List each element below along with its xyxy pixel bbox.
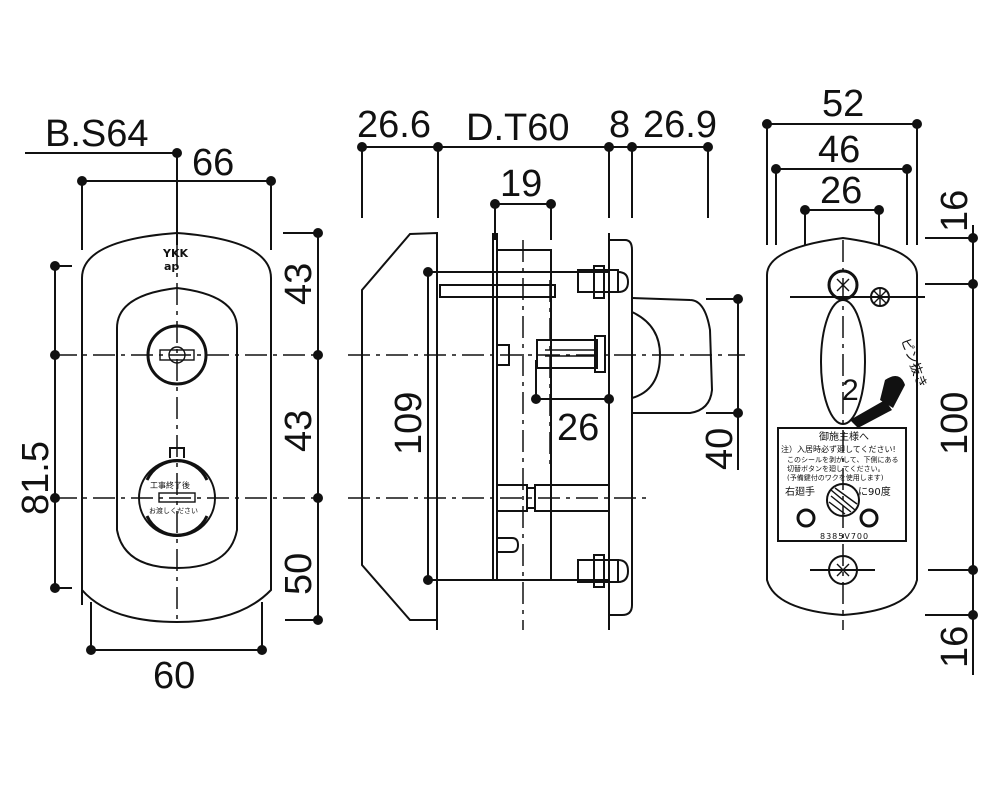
thumbturn-knob <box>631 297 714 414</box>
height-lower-label: 50 <box>278 553 320 595</box>
side-view: 26.6 D.T60 8 26.9 19 <box>348 104 745 630</box>
sticker-line-5-left: 右廻手 <box>785 485 815 498</box>
inner-plate-outline <box>766 236 918 617</box>
lower-cylinder-arc <box>145 459 209 481</box>
arrow-label: 2 <box>842 374 859 407</box>
height-upper-label: 43 <box>278 263 320 305</box>
lock-case <box>496 249 552 581</box>
dim-dot <box>423 575 433 585</box>
width-bottom-label: 60 <box>153 655 195 697</box>
outer-thickness-label: 26.6 <box>357 104 431 146</box>
thumbturn-height-label: 40 <box>699 428 741 470</box>
small-screw <box>497 537 520 553</box>
height-middle-label: 43 <box>278 410 320 452</box>
width-inner-label: 26 <box>820 170 862 212</box>
cylinder-notch <box>169 447 185 458</box>
spindle <box>536 339 598 369</box>
spindle-collar <box>594 335 606 373</box>
arrow-head-icon <box>880 376 905 408</box>
dim-dot <box>313 350 323 360</box>
logo-ap: ap <box>164 260 179 273</box>
door-thickness-label: D.T60 <box>466 107 569 149</box>
cylinder-label-1: 工事終了後 <box>150 480 190 490</box>
sticker-line-3: 切替ボタンを廻してください。 <box>787 464 885 473</box>
escutcheon-outer <box>81 231 272 624</box>
height-left-label: 81.5 <box>15 441 57 515</box>
case-width-label: 19 <box>500 163 542 205</box>
dim-dot <box>50 350 60 360</box>
warning-sticker <box>777 427 907 542</box>
width-outer-label: 52 <box>822 83 864 125</box>
nut-top-flange <box>593 265 605 299</box>
screw-head-top <box>617 271 630 293</box>
nut-bottom-flange <box>593 554 605 588</box>
sticker-line-5-right: に90度 <box>858 485 891 498</box>
dim-dot <box>313 493 323 503</box>
lower-cylinder-arc <box>145 515 209 537</box>
screw-top <box>439 284 556 298</box>
nut-top <box>577 269 619 293</box>
dim-dot <box>50 493 60 503</box>
screw-head-bottom <box>617 559 630 583</box>
sticker-title: 御施主様へ <box>819 430 869 443</box>
back-view: 52 46 26 2 ピン抜き 御施主様へ 注）入居時必ず廻してください! <box>762 83 978 675</box>
front-view: B.S64 66 YKK ap 工事終了後 お渡しください <box>15 113 323 697</box>
lock-icon-right <box>859 508 879 528</box>
backset-label: B.S64 <box>45 113 149 155</box>
dim-dot <box>423 267 433 277</box>
width-mid-label: 46 <box>818 129 860 171</box>
arrow-icon <box>850 400 892 428</box>
lock-icon-left <box>796 508 816 528</box>
dim-dot <box>604 394 614 404</box>
sticker-line-1: 注）入居時必ず廻してください! <box>781 444 896 454</box>
sticker-code: 8385V700 <box>820 532 869 541</box>
plate-thickness-label: 8 <box>609 104 630 146</box>
spindle-offset-label: 26 <box>557 407 599 449</box>
cylinder-label-2: お渡しください <box>149 506 198 515</box>
inner-plate <box>609 239 633 616</box>
bottom-margin-label: 16 <box>934 626 976 668</box>
width-top-label: 66 <box>192 142 234 184</box>
height-center-label: 100 <box>934 392 976 455</box>
sticker-line-4: (予備鍵付のワクを使用します) <box>787 473 884 482</box>
nut-bottom <box>577 559 619 583</box>
escutcheon-inner <box>116 286 238 570</box>
logo-ykk: YKK <box>162 247 188 260</box>
height-total-label: 109 <box>388 392 430 455</box>
top-margin-label: 16 <box>934 190 976 232</box>
inner-projection-label: 26.9 <box>643 104 717 146</box>
lower-bolt <box>534 484 610 512</box>
